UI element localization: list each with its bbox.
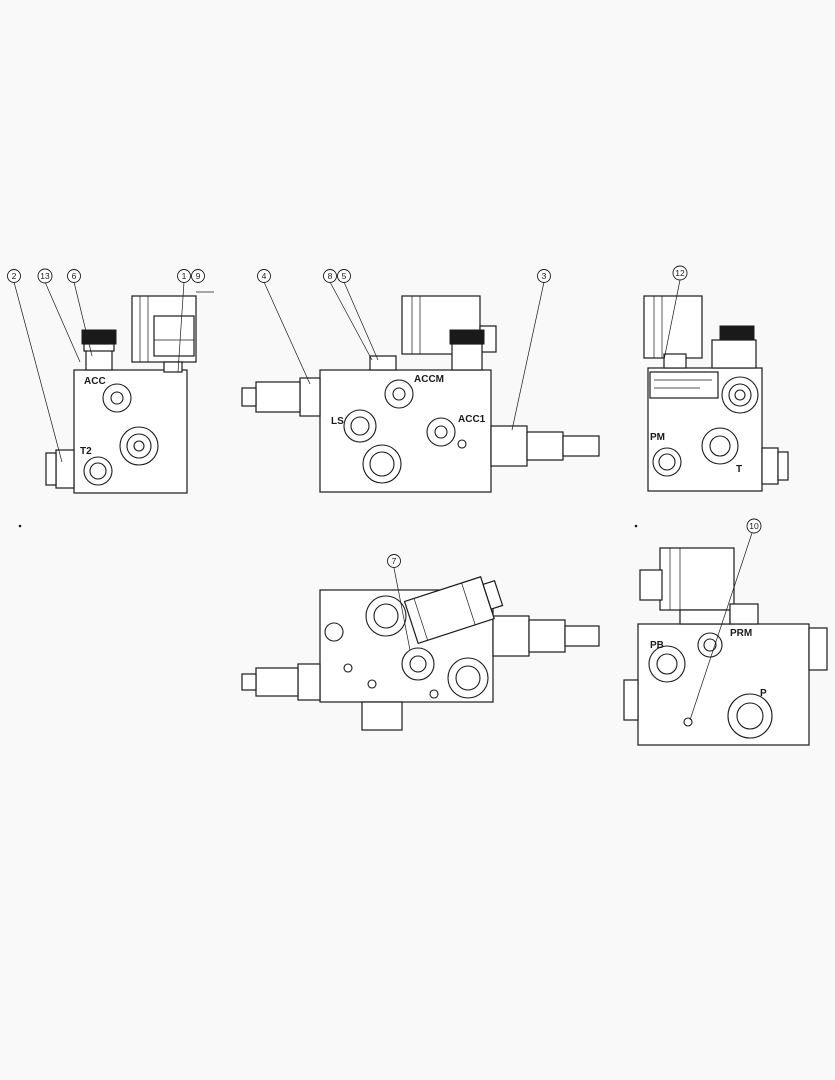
callout-8-text: 8 (328, 271, 333, 281)
bottom-lower-fitting (361, 701, 403, 731)
callout-4 (257, 269, 271, 283)
front-solenoid-stem (163, 361, 183, 373)
callout-1-text: 1 (182, 271, 187, 281)
view-rear: PM T (643, 295, 789, 492)
bottom-left-tip (241, 673, 257, 691)
port-label-t: T (736, 464, 742, 475)
port-label-pb: PB (650, 640, 664, 651)
bottom-right-tip (564, 625, 600, 647)
front-cartridge-body (85, 349, 113, 371)
view-side: ACCM LS ACC1 (241, 295, 600, 493)
callout-10-text: 10 (749, 521, 759, 531)
callout-1 (177, 269, 191, 283)
port-label-acc1: ACC1 (458, 414, 486, 425)
port-label-acc: ACC (84, 376, 106, 387)
front-cartridge-nut (83, 343, 115, 352)
rear-solenoid-stem (663, 353, 687, 369)
callout-3 (537, 269, 551, 283)
callout-5 (337, 269, 351, 283)
view-bottom (241, 576, 600, 731)
side-left-tube (255, 381, 301, 413)
rear-solenoid (643, 295, 703, 359)
callout-12-text: 12 (675, 268, 685, 278)
port-label-accm: ACCM (414, 374, 444, 385)
callout-4-text: 4 (262, 271, 267, 281)
br-solenoid (659, 547, 735, 611)
br-right-fitting (808, 627, 828, 671)
bottom-left-hex (297, 663, 321, 701)
bottom-right-tube (528, 619, 566, 653)
callout-9-text: 9 (196, 271, 201, 281)
callout-5-text: 5 (342, 271, 347, 281)
callout-13-text: 13 (40, 271, 50, 281)
bottom-right-hex (492, 615, 530, 657)
callout-6-text: 6 (72, 271, 77, 281)
callout-7 (387, 554, 401, 568)
side-block (319, 369, 492, 493)
rear-right-fitting (761, 447, 779, 485)
port-label-pm: PM (650, 432, 665, 443)
side-right-tip (562, 435, 600, 457)
callout-12 (672, 265, 688, 281)
side-right-tube (526, 431, 564, 461)
side-top-plug (369, 355, 397, 371)
br-top-plug (729, 603, 759, 625)
callout-2 (7, 269, 21, 283)
callouts-bottom-right: 10 (689, 518, 762, 721)
callouts-bottom: 7 (387, 554, 411, 651)
callout-10 (746, 518, 762, 534)
callout-9 (191, 269, 205, 283)
rear-right-fitting-cap (777, 451, 789, 481)
rear-cartridge-knob (719, 325, 755, 341)
rear-nameplate (649, 371, 719, 399)
bottom-solenoid-plug (482, 579, 504, 610)
front-left-fitting (55, 449, 75, 489)
port-label-t2: T2 (80, 446, 92, 457)
callout-7-text: 7 (392, 556, 397, 566)
callouts-side: 4 8 5 3 (257, 269, 551, 431)
callout-13 (37, 268, 53, 284)
br-block (637, 623, 810, 746)
side-cartridge-body (451, 343, 483, 371)
callout-3-text: 3 (542, 271, 547, 281)
port-label-prm: PRM (730, 628, 752, 639)
side-right-hex (490, 425, 528, 467)
view-bottom-right: PB PRM P (623, 547, 828, 746)
side-cartridge-knob (449, 329, 485, 345)
port-label-ls: LS (331, 416, 344, 427)
callout-6 (67, 269, 81, 283)
rear-cartridge-body (711, 339, 757, 369)
callouts-rear: 12 (663, 265, 688, 361)
br-left-fitting (623, 679, 639, 721)
callout-8 (323, 269, 337, 283)
bottom-left-tube (255, 667, 299, 697)
callout-2-text: 2 (12, 271, 17, 281)
port-label-p: P (760, 688, 767, 699)
front-solenoid-connector (153, 315, 195, 357)
front-block (73, 369, 188, 494)
view-front: ACC T2 (45, 295, 197, 494)
br-solenoid-plug (639, 569, 663, 601)
callouts-front: 2 13 6 1 9 (7, 268, 214, 463)
front-left-fitting-cap (45, 452, 57, 486)
side-left-tip (241, 387, 257, 407)
